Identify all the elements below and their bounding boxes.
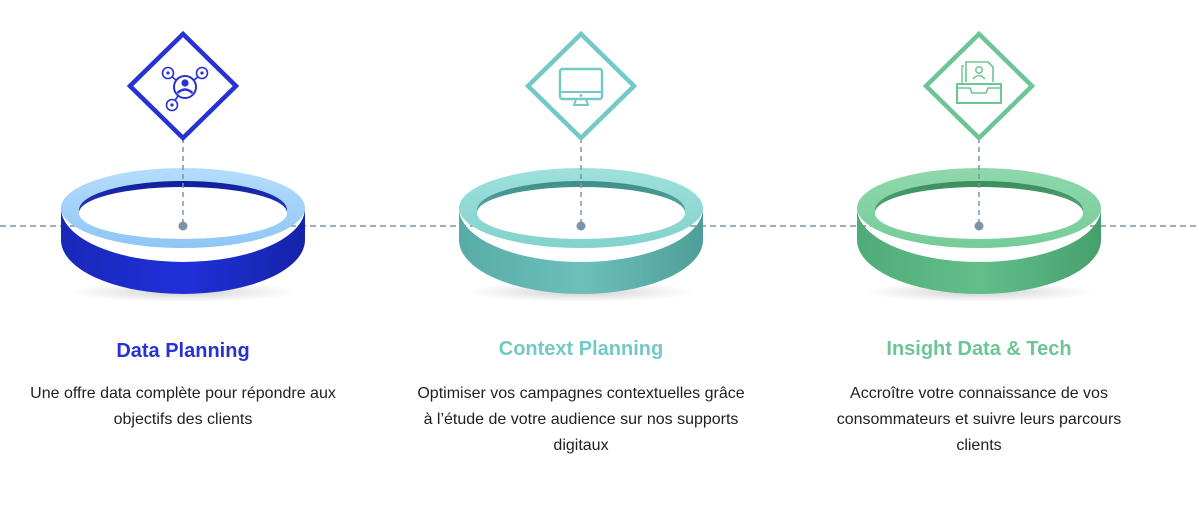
ring-2-node [576,221,586,231]
pillar-description-insight-data-tech: Accroître votre connaissance de vos cons… [836,385,1122,454]
pillar-description-data-planning: Une offre data complète pour répondre au… [30,385,336,428]
pillar-title-insight-data-tech: Insight Data & Tech [886,338,1072,360]
ring-3-side [857,208,1101,294]
pillar-title-data-planning: Data Planning [116,340,250,362]
pillar-insight-data-tech [857,30,1101,302]
pillar-context-planning [459,30,703,302]
pillar-title-context-planning: Context Planning [498,338,664,360]
user-files-inbox-icon [922,30,1036,142]
ring-1-node [178,221,188,231]
ring-2-side [459,208,703,294]
ring-1-side [61,208,305,294]
social-network-user-icon [126,30,240,142]
ring-3-node [974,221,984,231]
pillar-description-context-planning: Optimiser vos campagnes contextuelles gr… [417,385,745,454]
monitor-icon [524,30,638,142]
pillar-data-planning [61,30,305,302]
